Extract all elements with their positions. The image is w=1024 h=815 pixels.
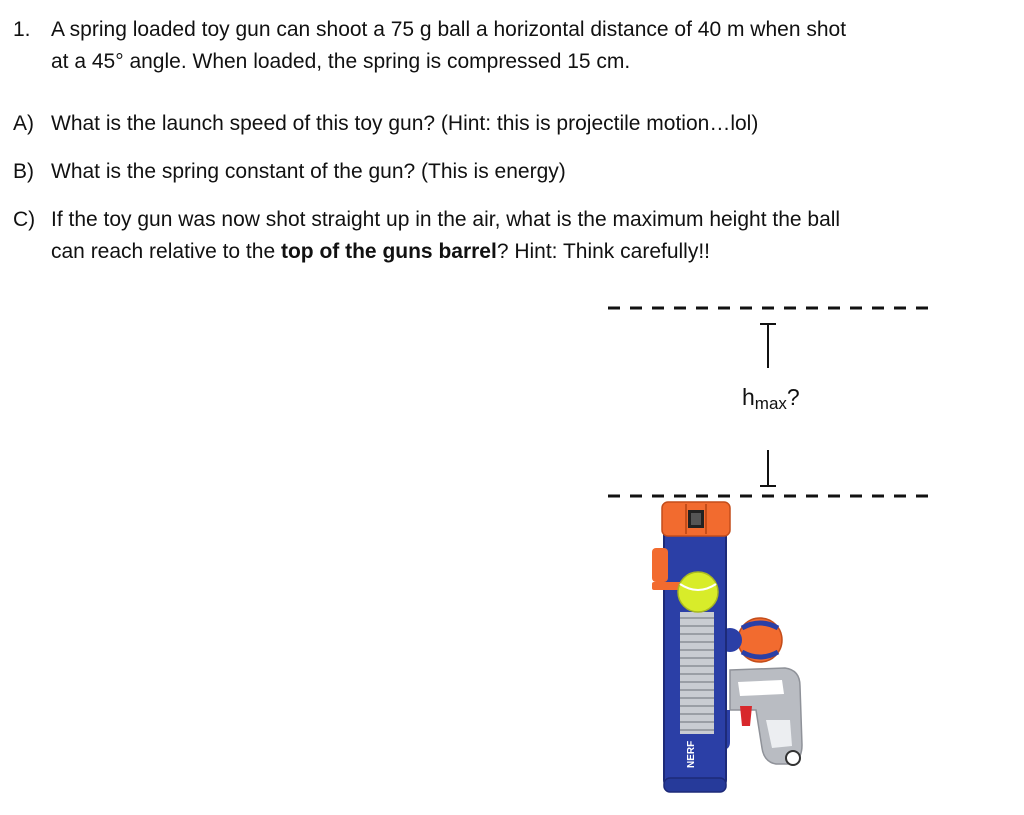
- toy-gun-figure: NERF hmax?: [590, 290, 950, 810]
- top-of-barrel-emphasis: top of the guns barrel: [280, 240, 497, 263]
- dimension-marker-bottom: [760, 450, 776, 487]
- part-c-line-2-start: can reach relative to the: [51, 240, 281, 263]
- problem-text-line-2: at a 45° angle. When loaded, the spring …: [51, 50, 631, 73]
- problem-text-line-1: A spring loaded toy gun can shoot a 75 g…: [51, 18, 847, 41]
- nerf-gun-icon: NERF: [652, 501, 803, 793]
- barrel-brand-label: NERF: [686, 741, 697, 768]
- part-c-text: If the toy gun was now shot straight up …: [51, 204, 840, 268]
- h-max-label: hmax?: [742, 384, 800, 414]
- figure-drawing: NERF: [608, 306, 930, 793]
- part-b-letter: B): [13, 160, 34, 183]
- h-question-mark: ?: [786, 384, 800, 410]
- part-c-text-line-2: can reach relative to the top of the gun…: [51, 236, 840, 268]
- part-a-letter: A): [13, 112, 34, 135]
- part-a-text: What is the launch speed of this toy gun…: [51, 112, 759, 135]
- dimension-marker-top: [760, 323, 776, 368]
- part-c-text-line-1: If the toy gun was now shot straight up …: [51, 208, 841, 231]
- problem-text: A spring loaded toy gun can shoot a 75 g…: [51, 14, 846, 78]
- part-c-letter: C): [13, 208, 36, 231]
- part-b-text: What is the spring constant of the gun? …: [51, 160, 566, 183]
- problem-number: 1.: [13, 18, 31, 41]
- part-c-line-2-end: ? Hint: Think carefully!!: [496, 240, 711, 263]
- h-subscript: max: [754, 394, 787, 413]
- h-symbol: h: [742, 384, 755, 410]
